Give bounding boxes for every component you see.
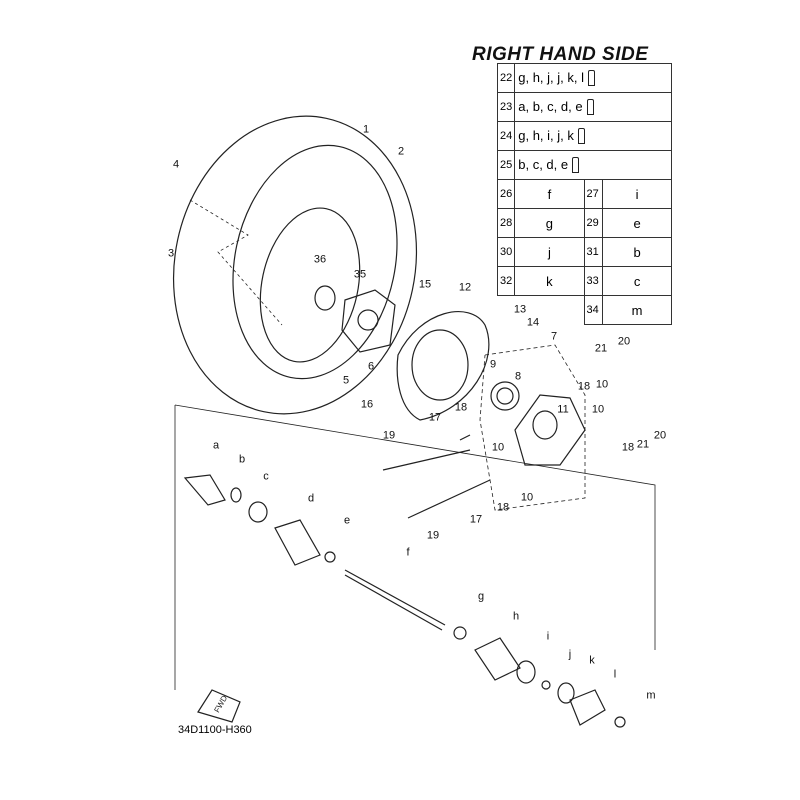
callout-label: 6 bbox=[367, 360, 375, 373]
callout-label: 18 bbox=[496, 501, 510, 514]
grease-tube-icon bbox=[588, 70, 595, 87]
callout-label: l bbox=[613, 668, 617, 681]
grease-tube-icon bbox=[577, 128, 585, 145]
callout-label: 18 bbox=[577, 380, 591, 393]
callout-label: a bbox=[212, 439, 220, 452]
tire bbox=[172, 115, 418, 415]
bolts bbox=[382, 434, 491, 519]
callout-label: 36 bbox=[313, 253, 327, 266]
callout-label: 17 bbox=[428, 411, 442, 424]
callout-label: 19 bbox=[382, 429, 396, 442]
callout-label: 17 bbox=[469, 513, 483, 526]
callout-label: 18 bbox=[454, 401, 468, 414]
callout-label: 35 bbox=[353, 268, 367, 281]
callout-label: 10 bbox=[591, 403, 605, 416]
callout-label: 5 bbox=[342, 374, 350, 387]
hub bbox=[341, 289, 396, 353]
grease-tube-icon bbox=[586, 99, 594, 116]
callout-label: e bbox=[343, 514, 351, 527]
callout-label: 21 bbox=[594, 342, 608, 355]
callout-label: c bbox=[263, 470, 269, 483]
callout-label: 14 bbox=[526, 316, 540, 329]
drive-shaft bbox=[183, 474, 626, 728]
callout-label: m bbox=[646, 689, 656, 702]
callout-label: 18 bbox=[621, 441, 635, 454]
callout-label: d bbox=[307, 492, 315, 505]
callout-label: 13 bbox=[513, 303, 527, 316]
callout-label: k bbox=[589, 654, 595, 667]
callout-label: f bbox=[406, 546, 410, 559]
callout-label: 11 bbox=[557, 403, 569, 416]
callout-label: b bbox=[238, 453, 246, 466]
callout-label: 20 bbox=[617, 335, 631, 348]
callout-label: 12 bbox=[458, 281, 472, 294]
callout-label: i bbox=[546, 630, 550, 643]
callout-label: 16 bbox=[360, 398, 374, 411]
callout-label: 1 bbox=[362, 123, 370, 136]
callout-label: 9 bbox=[489, 358, 497, 371]
bearing bbox=[490, 381, 520, 411]
brake-disc bbox=[396, 311, 490, 421]
callout-label: g bbox=[477, 590, 485, 603]
diagram-code: 34D1100-H360 bbox=[178, 724, 252, 736]
leader-lines bbox=[174, 199, 656, 690]
callout-label: 10 bbox=[491, 441, 505, 454]
grease-tube-icon bbox=[572, 157, 580, 174]
diagram-title: RIGHT HAND SIDE bbox=[472, 44, 649, 65]
knuckle bbox=[514, 394, 586, 466]
callout-label: 19 bbox=[426, 529, 440, 542]
callout-label: j bbox=[568, 648, 572, 661]
callout-label: 4 bbox=[172, 158, 180, 171]
callout-label: 7 bbox=[550, 330, 558, 343]
callout-label: 21 bbox=[636, 438, 650, 451]
callout-label: 15 bbox=[418, 278, 432, 291]
callout-label: 20 bbox=[653, 429, 667, 442]
callout-label: 3 bbox=[167, 247, 175, 260]
fwd-arrow bbox=[197, 689, 241, 723]
callout-label: h bbox=[512, 610, 520, 623]
callout-label: 2 bbox=[397, 145, 405, 158]
callout-label: 10 bbox=[520, 491, 534, 504]
callout-label: 10 bbox=[595, 378, 609, 391]
callout-label: 8 bbox=[514, 370, 522, 383]
